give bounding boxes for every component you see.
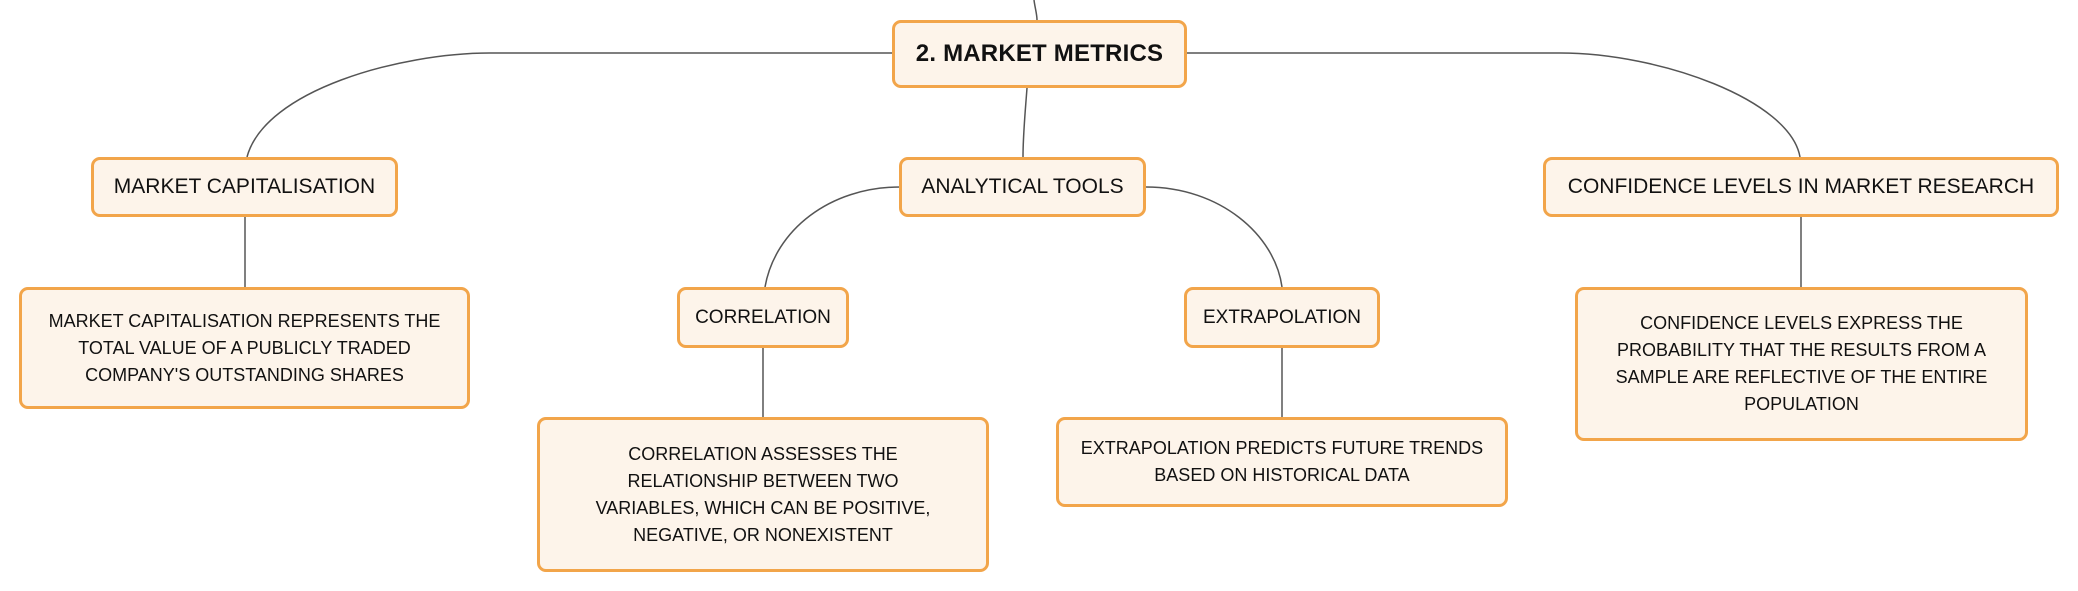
topic-node-label: ANALYTICAL TOOLS (921, 175, 1124, 198)
topic-node-confidence-levels[interactable]: CONFIDENCE LEVELS IN MARKET RESEARCH (1543, 157, 2059, 217)
subtopic-node-label: EXTRAPOLATION (1202, 306, 1361, 328)
description-text: CORRELATION ASSESSES THE RELATIONSHIP BE… (595, 443, 931, 545)
topic-node-label: MARKET CAPITALISATION (113, 175, 376, 198)
description-text: EXTRAPOLATION PREDICTS FUTURE TRENDS BAS… (1080, 438, 1484, 485)
description-node-correlation[interactable]: CORRELATION ASSESSES THE RELATIONSHIP BE… (537, 417, 989, 572)
root-node-market-metrics[interactable]: 2. MARKET METRICS (892, 20, 1187, 88)
description-node-extrapolation[interactable]: EXTRAPOLATION PREDICTS FUTURE TRENDS BAS… (1056, 417, 1508, 507)
topic-node-label: CONFIDENCE LEVELS IN MARKET RESEARCH (1567, 175, 2035, 198)
connector-root-confidence-levels (1186, 52, 1801, 158)
subtopic-node-correlation[interactable]: CORRELATION (677, 287, 849, 348)
description-text: MARKET CAPITALISATION REPRESENTS THE TOT… (48, 310, 441, 385)
connector-root-analytical-tools (1022, 87, 1028, 158)
connector-root-market-cap (246, 52, 893, 158)
subtopic-node-extrapolation[interactable]: EXTRAPOLATION (1184, 287, 1380, 348)
root-node-label: 2. MARKET METRICS (915, 40, 1164, 67)
description-node-market-capitalisation[interactable]: MARKET CAPITALISATION REPRESENTS THE TOT… (19, 287, 470, 409)
topic-node-market-capitalisation[interactable]: MARKET CAPITALISATION (91, 157, 398, 217)
connector-incoming-parent (1033, 0, 1038, 21)
description-text: CONFIDENCE LEVELS EXPRESS THE PROBABILIT… (1615, 313, 1988, 414)
description-node-confidence-levels[interactable]: CONFIDENCE LEVELS EXPRESS THE PROBABILIT… (1575, 287, 2028, 441)
topic-node-analytical-tools[interactable]: ANALYTICAL TOOLS (899, 157, 1146, 217)
connector-tools-extrapolation (1145, 186, 1283, 288)
subtopic-node-label: CORRELATION (695, 306, 831, 328)
connector-tools-correlation (764, 186, 901, 288)
